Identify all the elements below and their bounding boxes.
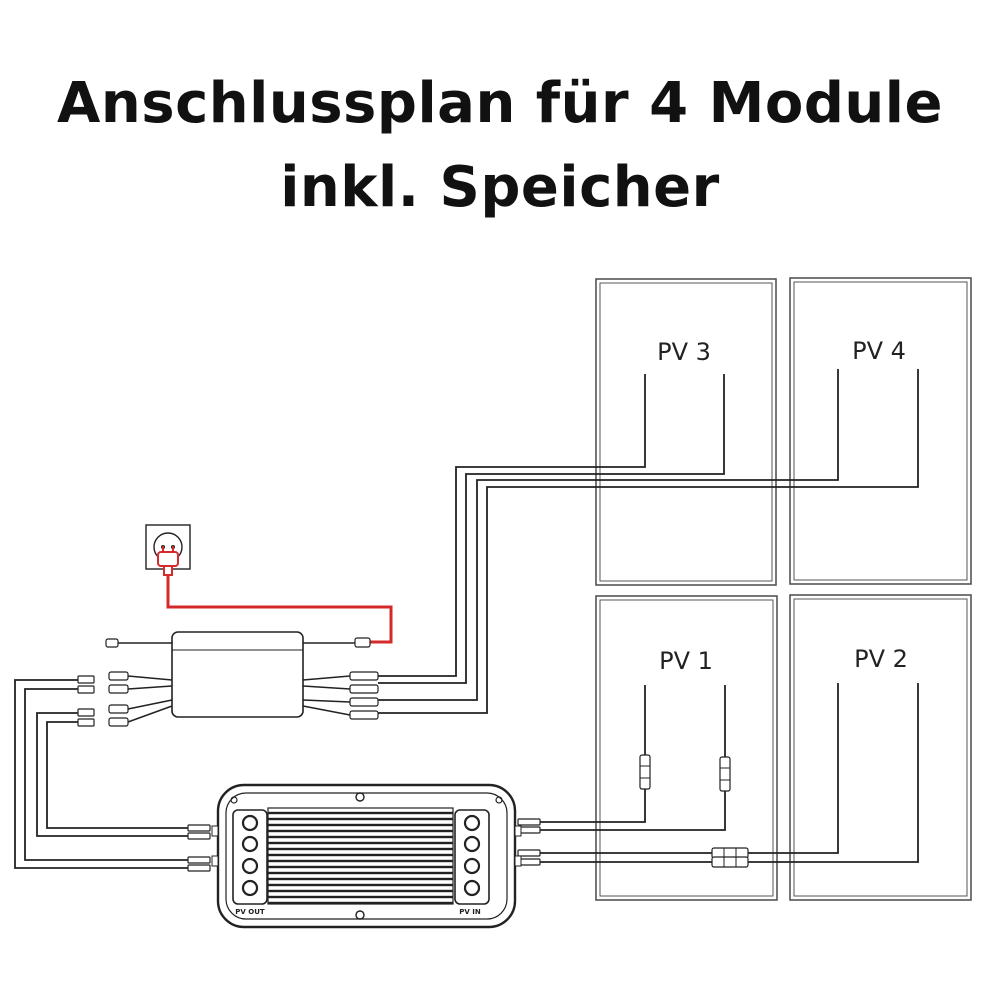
power-cable: [166, 575, 393, 644]
pv-4-label: PV 4: [852, 337, 906, 365]
pv-out-cable-plugs: [77, 675, 211, 872]
pv-2-label: PV 2: [854, 645, 908, 673]
pv-out-label: PV OUT: [235, 908, 265, 916]
pv-out-port-panel: PV OUT: [232, 809, 268, 916]
pv-3-label: PV 3: [657, 338, 711, 366]
pv-1-2-cables: [540, 683, 919, 863]
storage-unit: [211, 783, 522, 929]
pv-in-port-panel: PV IN: [454, 809, 490, 916]
power-plug-icon: [157, 546, 179, 576]
pv-1-label: PV 1: [659, 647, 713, 675]
pv-1-connectors: [639, 754, 731, 792]
micro-inverter: [105, 631, 379, 727]
pv-panel-3: PV 3: [595, 278, 777, 586]
pv-panel-1: PV 1: [595, 595, 778, 901]
pv-in-plugs: [517, 818, 541, 866]
pv-panel-4: PV 4: [789, 277, 972, 585]
pv-panel-2: PV 2: [789, 594, 972, 901]
title-line-2: inkl. Speicher: [280, 155, 720, 220]
title-line-1: Anschlussplan für 4 Module: [57, 71, 943, 136]
pv-3-4-cables: [378, 369, 919, 714]
pv-2-connectors: [711, 847, 749, 868]
pv-in-label: PV IN: [459, 908, 481, 916]
pv-out-cables: [14, 679, 190, 869]
wall-socket-icon: [145, 524, 191, 570]
diagram-title: Anschlussplan für 4 Module inkl. Speiche…: [0, 62, 1000, 230]
